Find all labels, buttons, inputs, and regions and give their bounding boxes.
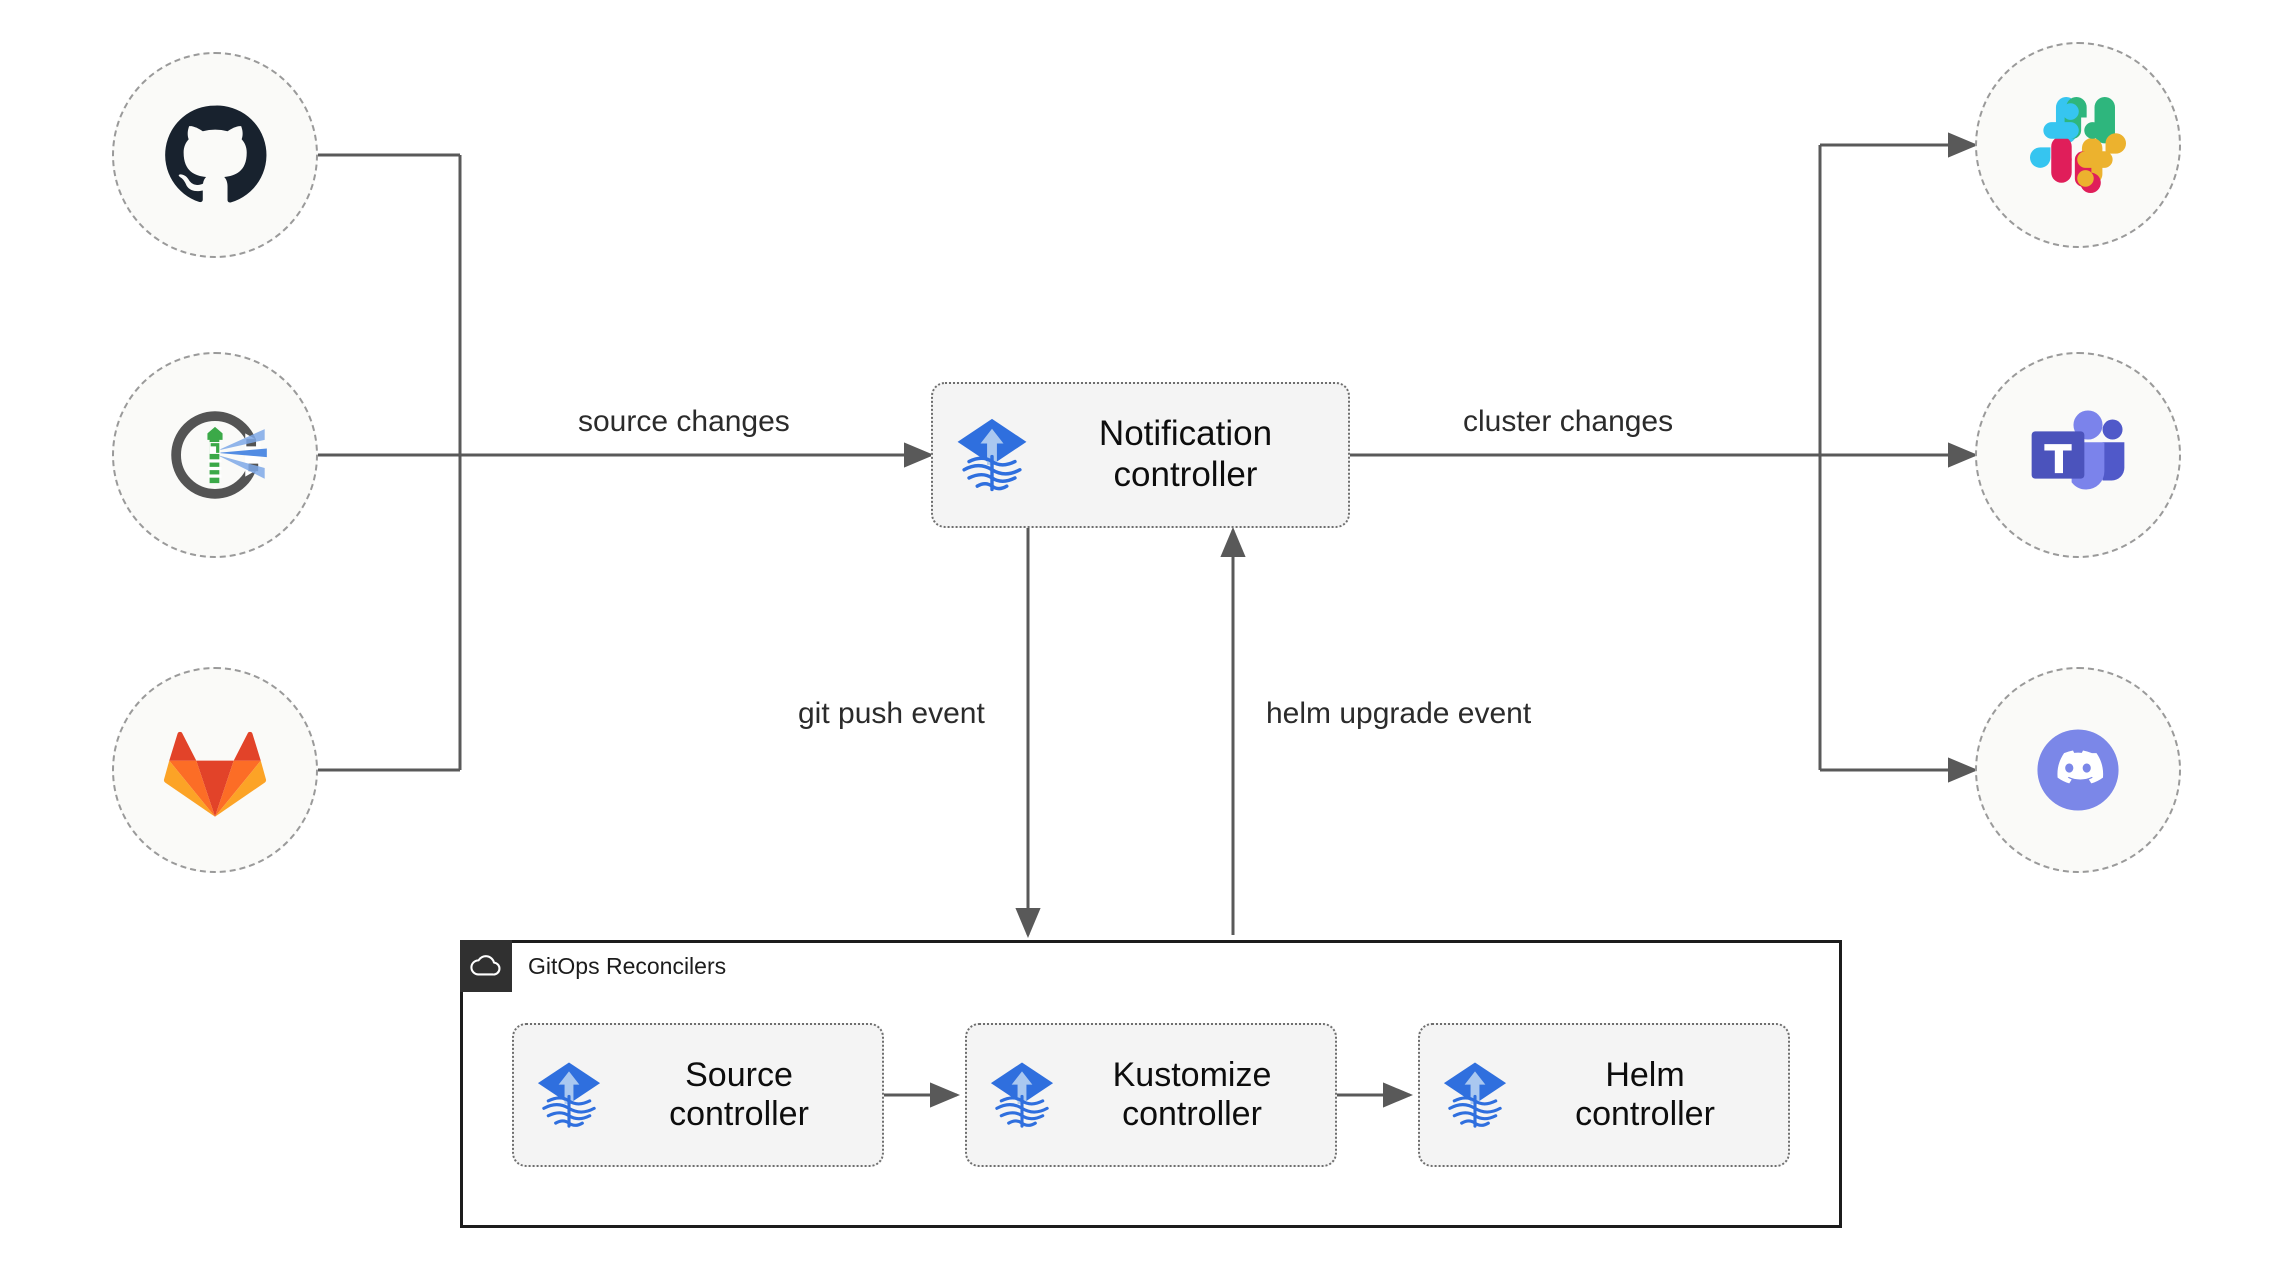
source-controller-label: Source controller [669, 1055, 809, 1133]
edge-label-source-changes: source changes [578, 405, 790, 438]
cloud-badge [460, 940, 512, 992]
github-icon [165, 105, 267, 203]
kustomize-controller-box[interactable]: Kustomize controller [965, 1023, 1337, 1167]
destination-node-slack[interactable] [1975, 42, 2181, 248]
edge-label-cluster-changes: cluster changes [1463, 405, 1674, 438]
destination-node-discord[interactable] [1975, 667, 2181, 873]
helm-controller-box[interactable]: Helm controller [1418, 1023, 1790, 1167]
flux-logo-icon [990, 1062, 1054, 1128]
teams-icon [2031, 410, 2125, 490]
flux-logo-icon [957, 418, 1027, 492]
cloud-icon [470, 955, 501, 976]
destination-node-teams[interactable] [1975, 352, 2181, 558]
helm-controller-label: Helm controller [1575, 1055, 1715, 1133]
slack-icon [2030, 97, 2126, 193]
flux-logo-icon [1443, 1062, 1507, 1128]
notification-controller-box[interactable]: Notification controller [931, 382, 1350, 528]
discord-icon [2037, 729, 2119, 811]
source-controller-box[interactable]: Source controller [512, 1023, 884, 1167]
flux-logo-icon [537, 1062, 601, 1128]
source-node-flux-lighthouse[interactable] [112, 352, 318, 558]
gitops-reconcilers-header: GitOps Reconcilers [460, 940, 726, 992]
notification-controller-label: Notification controller [1098, 414, 1273, 494]
gitlab-icon [163, 731, 267, 817]
edge-label-git-push-event: git push event [798, 697, 985, 730]
source-node-github[interactable] [112, 52, 318, 258]
gitops-reconcilers-title: GitOps Reconcilers [528, 952, 727, 979]
source-node-gitlab[interactable] [112, 667, 318, 873]
edge-label-helm-upgrade-event: helm upgrade event [1266, 697, 1532, 730]
flux-lighthouse-icon [171, 411, 267, 499]
kustomize-controller-label: Kustomize controller [1112, 1055, 1272, 1133]
gitops-reconcilers-container [460, 940, 1842, 1228]
